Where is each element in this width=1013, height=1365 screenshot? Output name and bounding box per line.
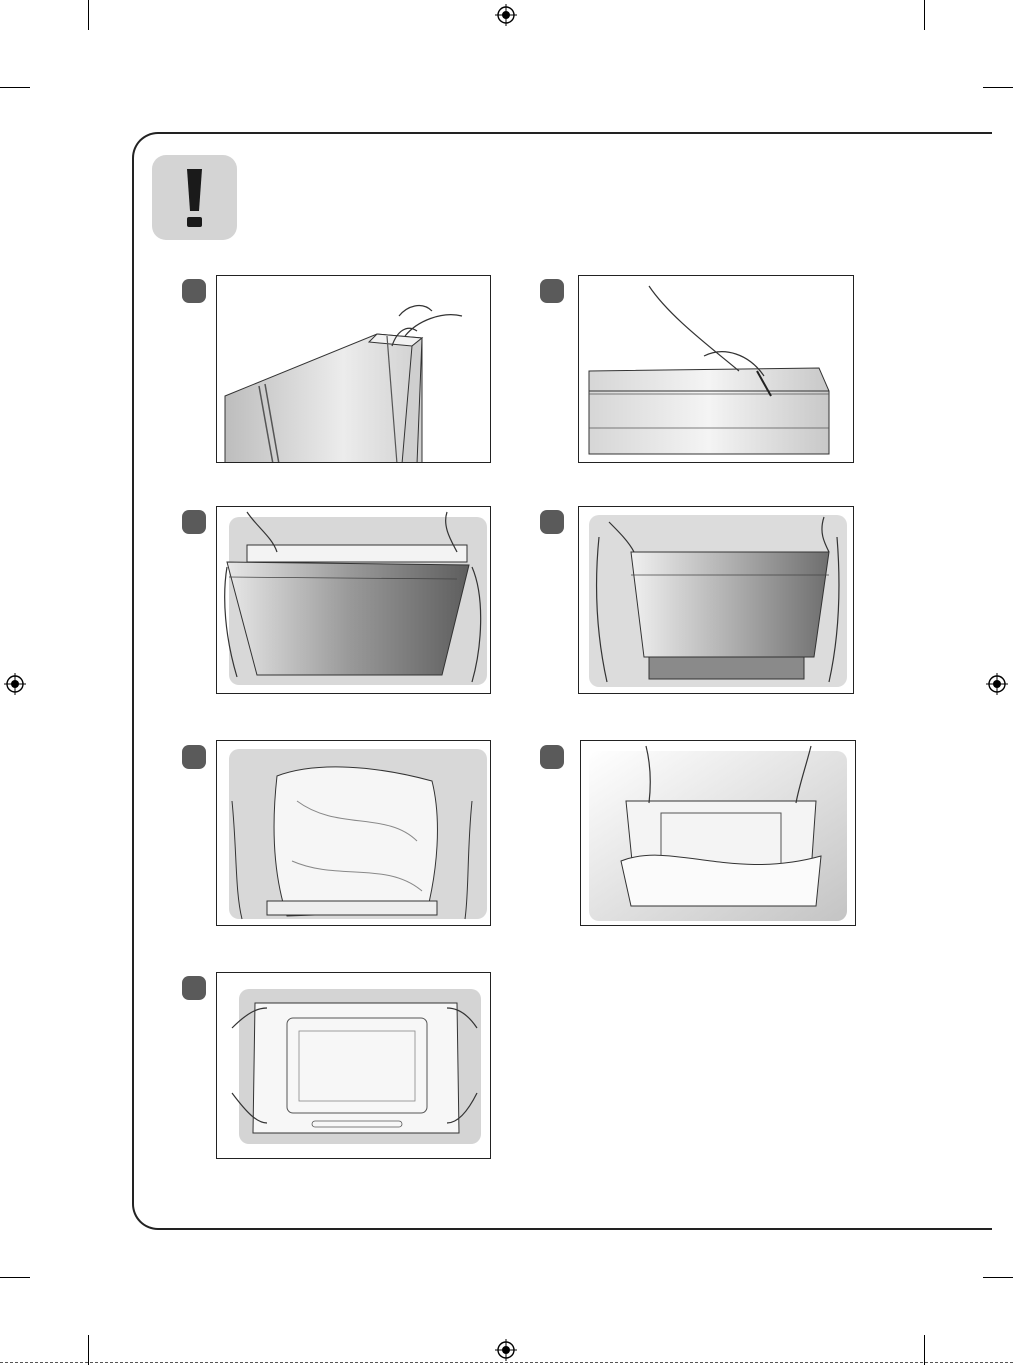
crop-mark	[0, 87, 30, 88]
alert-box	[152, 155, 237, 240]
step-badge-1	[182, 279, 206, 303]
crop-mark	[924, 1335, 925, 1365]
registration-mark-icon	[4, 673, 26, 695]
step-illustration-4	[578, 506, 854, 694]
step-illustration-3	[216, 506, 491, 694]
registration-mark-icon	[495, 4, 517, 26]
step-badge-7	[182, 976, 206, 1000]
crop-mark	[88, 0, 89, 30]
step-badge-4	[540, 510, 564, 534]
step-illustration-6	[580, 740, 856, 926]
exclamation-icon	[152, 155, 237, 240]
step-badge-3	[182, 510, 206, 534]
step-badge-6	[540, 745, 564, 769]
step-badge-2	[540, 279, 564, 303]
step-illustration-7	[216, 972, 491, 1159]
step-illustration-5	[216, 740, 491, 926]
crop-mark	[983, 87, 1013, 88]
registration-mark-icon	[495, 1339, 517, 1361]
crop-mark	[0, 1277, 30, 1278]
crop-mark	[983, 1277, 1013, 1278]
step-badge-5	[182, 745, 206, 769]
crop-mark	[924, 0, 925, 30]
crop-mark	[88, 1335, 89, 1365]
step-illustration-2	[578, 275, 854, 463]
step-illustration-1	[216, 275, 491, 463]
trim-line	[0, 1362, 1013, 1363]
